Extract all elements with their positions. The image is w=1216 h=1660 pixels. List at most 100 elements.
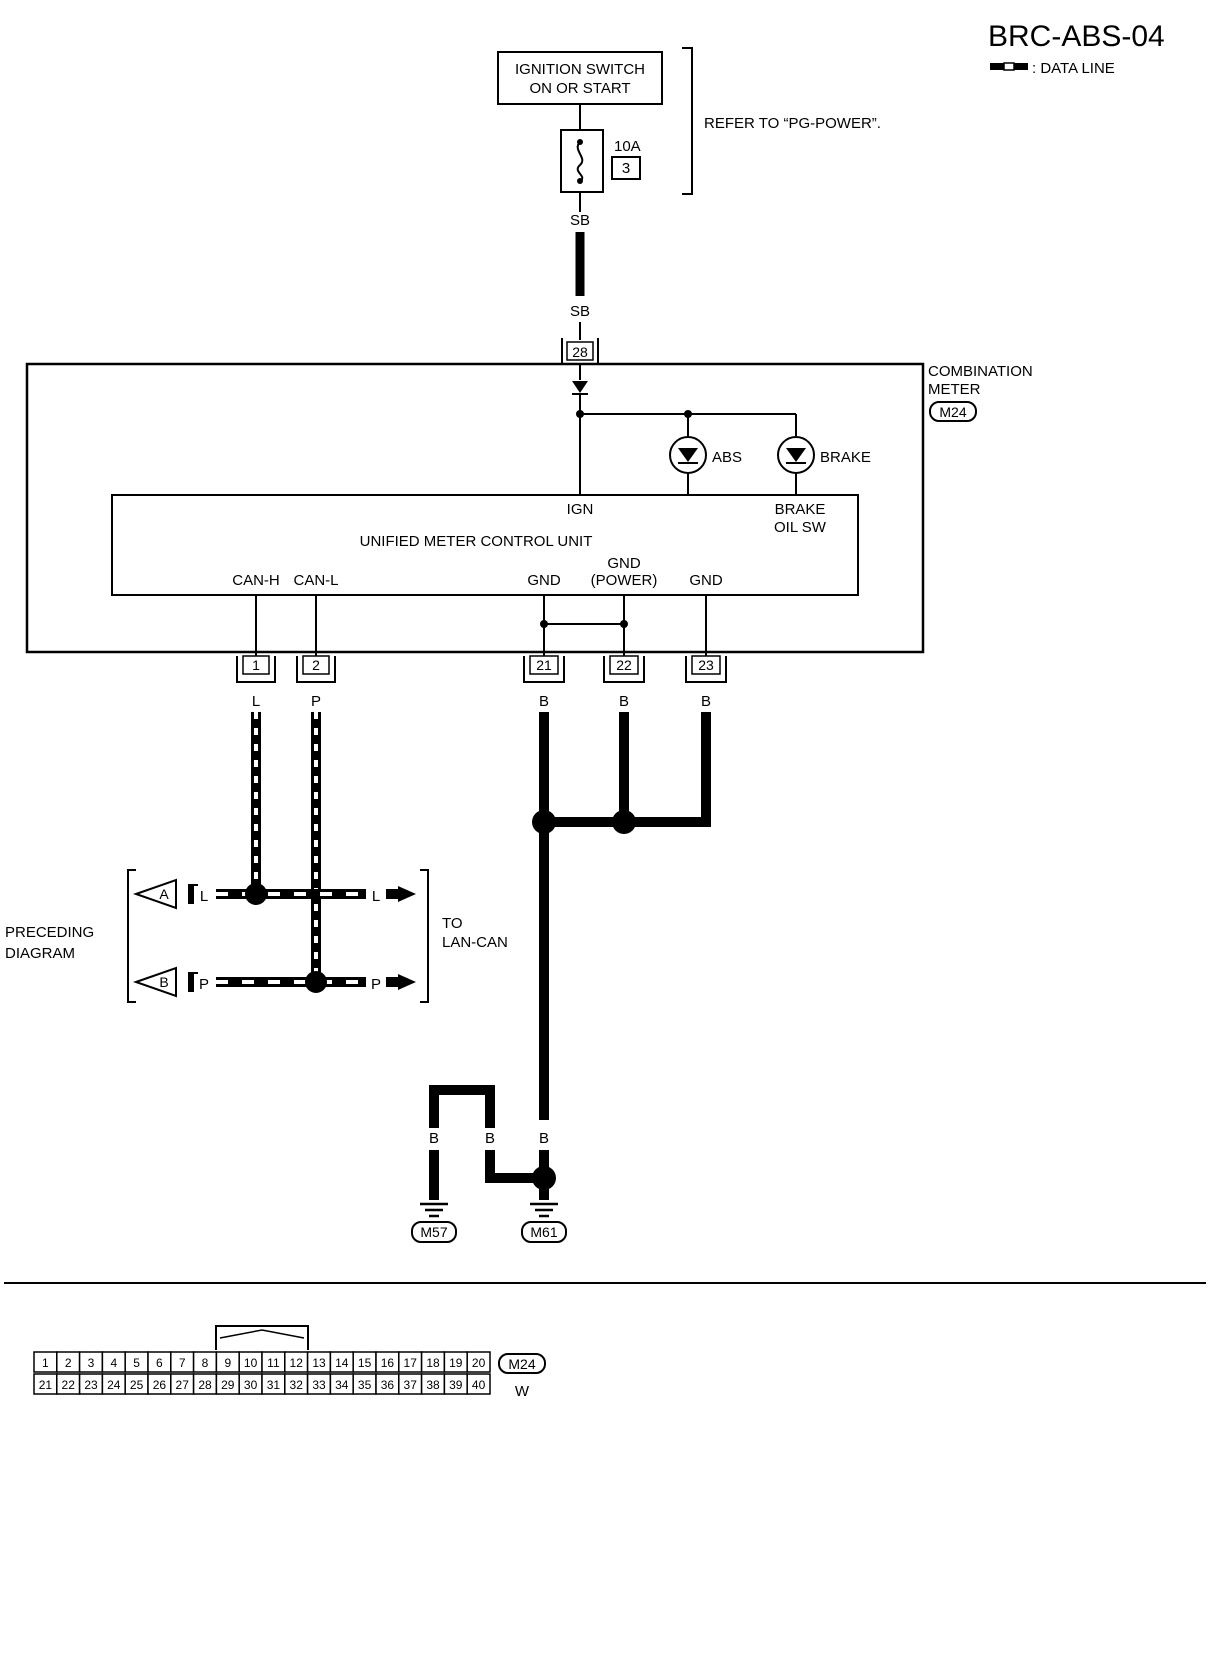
meter-connector-badge <box>929 401 977 422</box>
connector-cavity-number: 20 <box>472 1356 486 1370</box>
can-h-label: CAN-H <box>232 572 280 589</box>
wire-color-gnd1: B <box>539 693 549 710</box>
connector-id: M24 <box>508 1356 535 1372</box>
can-p-right-label: P <box>371 976 381 993</box>
connector-cavity-number: 18 <box>426 1356 440 1370</box>
power-bracket <box>682 47 693 195</box>
pin-21-connector: 21 <box>523 655 565 683</box>
ref-a-marker: A <box>132 878 177 910</box>
pin-28-connector: 28 <box>561 338 599 365</box>
to-lan-can-bracket <box>420 869 429 1003</box>
diagram-id: BRC-ABS-04 <box>988 20 1165 53</box>
connector-cavity-number: 10 <box>244 1356 258 1370</box>
meter-connector-id: M24 <box>939 404 966 420</box>
meter-name-line1: COMBINATION <box>928 363 1033 380</box>
connector-cavity-number: 29 <box>221 1378 235 1392</box>
pin-2-connector: 2 <box>296 655 336 683</box>
pin-28-label: 28 <box>572 344 588 360</box>
connector-cavity-number: 14 <box>335 1356 349 1370</box>
power-reference: REFER TO “PG-POWER”. <box>704 115 881 132</box>
connector-cavity-number: 36 <box>381 1378 395 1392</box>
connector-cavity-number: 24 <box>107 1378 121 1392</box>
meter-name-line2: METER <box>928 381 981 398</box>
connector-cavity-number: 21 <box>39 1378 53 1392</box>
wire-color-m61-a: B <box>485 1130 495 1147</box>
gnd-right-label: GND <box>689 572 723 589</box>
wire-color-can-h: L <box>252 693 260 710</box>
connector-cavity-number: 32 <box>290 1378 304 1392</box>
connector-cavity-number: 25 <box>130 1378 144 1392</box>
ref-b-marker: B <box>132 966 177 998</box>
wire-color-m61-b: B <box>539 1130 549 1147</box>
abs-warning-lamp: ABS <box>669 414 742 495</box>
can-p-left-label: P <box>199 976 209 993</box>
connector-cavity-number: 35 <box>358 1378 372 1392</box>
ign-label: IGN <box>567 501 594 518</box>
connector-cavity-number: 34 <box>335 1378 349 1392</box>
ignition-switch: IGNITION SWITCH ON OR START <box>497 51 663 105</box>
pin-1-label: 1 <box>252 657 260 673</box>
pin-22-connector: 22 <box>603 655 645 683</box>
internal-arrow <box>572 381 588 393</box>
to-lan-can-line2: LAN-CAN <box>442 934 508 951</box>
pin-2-label: 2 <box>312 657 320 673</box>
connector-cavity-number: 17 <box>404 1356 418 1370</box>
gnd-power-line1: GND <box>607 555 641 572</box>
pin-21-label: 21 <box>536 657 552 673</box>
wire-color-can-l: P <box>311 693 321 710</box>
can-l-left-label: L <box>200 888 208 905</box>
connector-cavity-number: 6 <box>156 1356 163 1370</box>
abs-label: ABS <box>712 449 742 466</box>
gnd-power-line2: (POWER) <box>591 572 658 589</box>
connector-color: W <box>515 1383 530 1400</box>
connector-cavity-number: 28 <box>198 1378 212 1392</box>
pin-1-connector: 1 <box>236 655 276 683</box>
pin-23-connector: 23 <box>685 655 727 683</box>
connector-cavity-number: 15 <box>358 1356 372 1370</box>
connector-cavity <box>466 1373 491 1395</box>
combination-meter <box>25 362 925 654</box>
wire-color-m57: B <box>429 1130 439 1147</box>
fuse: 10A 3 <box>560 129 641 193</box>
can-data-lines <box>188 712 416 993</box>
ignition-line2: ON OR START <box>529 80 630 97</box>
connector-cavity-number: 26 <box>153 1378 167 1392</box>
connector-cavity-number: 3 <box>88 1356 95 1370</box>
connector-cavity-number: 5 <box>133 1356 140 1370</box>
data-line-legend-label: : DATA LINE <box>1032 60 1115 77</box>
can-l-label: CAN-L <box>293 572 338 589</box>
connector-cavity-number: 16 <box>381 1356 395 1370</box>
control-unit-label: UNIFIED METER CONTROL UNIT <box>360 533 593 550</box>
connector-cavity-number: 19 <box>449 1356 463 1370</box>
connector-cavity-number: 9 <box>224 1356 231 1370</box>
ground-wires <box>429 712 711 1200</box>
connector-cavity-number: 23 <box>84 1378 98 1392</box>
ground-symbol-m61: M61 <box>521 1202 567 1243</box>
connector-cavity-number: 39 <box>449 1378 463 1392</box>
connector-cavity-number: 12 <box>290 1356 304 1370</box>
ground-m57-label: M57 <box>420 1224 447 1240</box>
connector-cavity-number: 38 <box>426 1378 440 1392</box>
preceding-line1: PRECEDING <box>5 924 94 941</box>
connector-cavity-number: 27 <box>176 1378 190 1392</box>
brake-label: BRAKE <box>820 449 871 466</box>
can-l-right-label: L <box>372 888 380 905</box>
connector-cavity-number: 40 <box>472 1378 486 1392</box>
connector-cavity-number: 2 <box>65 1356 72 1370</box>
brake-sw-line2: OIL SW <box>774 519 827 536</box>
connector-cavity-number: 7 <box>179 1356 186 1370</box>
pin-23-label: 23 <box>698 657 714 673</box>
connector-cavity-number: 30 <box>244 1378 258 1392</box>
brake-warning-lamp: BRAKE <box>777 414 871 495</box>
fuse-number: 3 <box>622 160 630 177</box>
ref-a-label: A <box>159 886 169 902</box>
connector-latch <box>215 1325 309 1350</box>
ground-m61-label: M61 <box>530 1224 557 1240</box>
fuse-rating: 10A <box>614 138 641 155</box>
connector-cavity-number: 33 <box>312 1378 326 1392</box>
connector-cavity-number: 13 <box>312 1356 326 1370</box>
connector-cavity-number: 22 <box>62 1378 76 1392</box>
connector-id-badge <box>498 1353 546 1374</box>
connector-cavity-number: 31 <box>267 1378 281 1392</box>
